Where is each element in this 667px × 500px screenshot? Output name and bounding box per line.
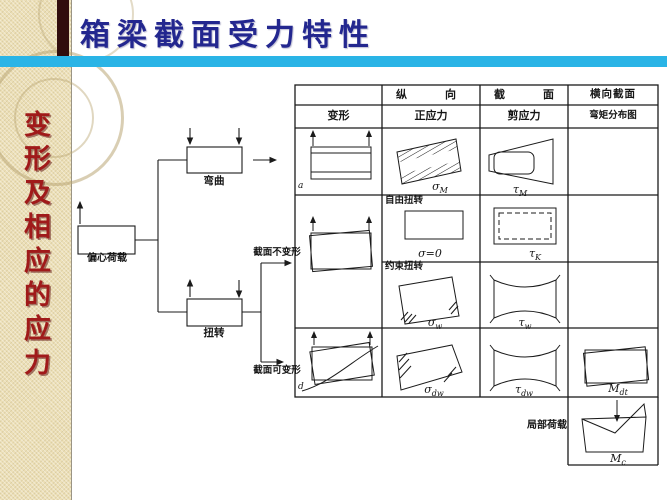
sigma-w-label: σw — [415, 316, 455, 332]
m-dt-subscript: dt — [619, 388, 628, 398]
tau-k-subscript: K — [535, 253, 542, 263]
tau-m-label: τM — [500, 183, 540, 199]
header-transverse-section: 横向截面 — [590, 88, 636, 100]
flow-branch-top-label: 截面不变形 — [253, 247, 301, 258]
tau-w-label: τw — [505, 316, 545, 332]
m-c-subscript: c — [621, 458, 626, 468]
sigma-m-symbol: σ — [432, 180, 440, 193]
header-normal-stress: 正应力 — [414, 110, 448, 122]
flowchart-linework — [76, 128, 293, 366]
header-longitudinal-section: 纵向截面 — [384, 89, 566, 101]
flow-torsion-label: 扭转 — [203, 327, 225, 339]
tau-w-symbol: τ — [518, 316, 525, 329]
constrained-torsion-title: 约束扭转 — [385, 261, 424, 272]
local-load-title: 局部荷载 — [527, 420, 567, 431]
flow-load-box-label: 偏心荷载 — [87, 253, 127, 264]
tau-k-symbol: τ — [528, 247, 536, 260]
tau-m-subscript: M — [518, 189, 528, 199]
tau-w-subscript: w — [524, 322, 532, 332]
title-underline — [0, 56, 667, 67]
m-dt-label: Mdt — [598, 382, 638, 398]
m-c-symbol: M — [610, 452, 622, 465]
row-letter-a: a — [298, 181, 304, 191]
free-torsion-title: 自由扭转 — [385, 195, 424, 206]
sigma-zero-label: σ=0 — [408, 247, 452, 260]
sigma-dw-symbol: σ — [424, 383, 432, 396]
m-dt-symbol: M — [608, 382, 620, 395]
sigma-w-symbol: σ — [427, 316, 436, 329]
sigma-w-subscript: w — [435, 322, 443, 332]
sigma-m-label: σM — [420, 180, 460, 196]
tau-m-symbol: τ — [512, 183, 519, 196]
m-c-label: Mc — [598, 452, 638, 468]
header-deformation: 变形 — [327, 110, 350, 122]
header-moment-distribution: 弯矩分布图 — [589, 110, 637, 121]
tau-k-label: τK — [515, 247, 555, 263]
header-shear-stress: 剪应力 — [507, 110, 541, 122]
flow-bending-label: 弯曲 — [203, 175, 225, 187]
sigma-m-subscript: M — [439, 186, 448, 196]
sigma-dw-subscript: dw — [431, 389, 444, 399]
sigma-zero-symbol: σ=0 — [418, 247, 442, 260]
page-title: 箱梁截面受力特性 — [80, 19, 376, 52]
sidebar-strip — [0, 0, 72, 500]
cell-diagrams — [301, 130, 650, 453]
side-vertical-text: 变形及相应的应力 — [20, 110, 50, 382]
sigma-dw-label: σdw — [412, 383, 456, 399]
tau-dw-subscript: dw — [521, 389, 534, 399]
flow-branch-bottom-label: 截面可变形 — [253, 365, 301, 376]
tau-dw-label: τdw — [502, 383, 546, 399]
title-accent-bar — [57, 0, 69, 57]
tau-dw-symbol: τ — [514, 383, 522, 396]
header-longitudinal-text: 纵向截面 — [396, 89, 592, 101]
row-letter-d: d — [298, 382, 304, 392]
table-grid — [294, 84, 659, 466]
